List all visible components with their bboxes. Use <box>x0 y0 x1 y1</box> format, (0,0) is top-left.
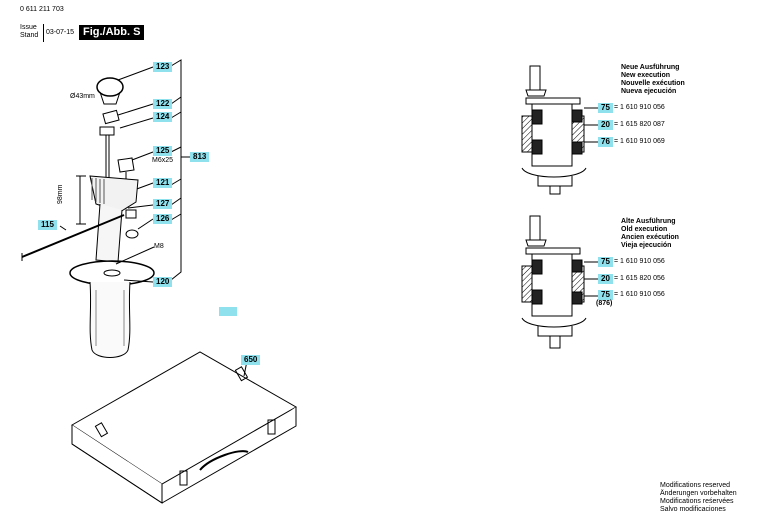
footer-line-2: Änderungen vorbehalten <box>660 490 737 497</box>
issue-stand-label: Issue Stand <box>20 24 38 40</box>
callout-122[interactable]: 122 <box>153 99 173 109</box>
new-part-75[interactable]: 75 <box>598 103 613 113</box>
figure-label: Fig./Abb. S <box>79 25 145 40</box>
new-part-20[interactable]: 20 <box>598 120 613 130</box>
handle-grip <box>89 281 131 358</box>
old-title-fr: Ancien exécution <box>621 234 679 241</box>
new-execution-shaft <box>521 65 587 195</box>
callout-127[interactable]: 127 <box>153 199 173 209</box>
new-part-75-number: = 1 610 910 056 <box>614 104 665 111</box>
new-part-20-number: = 1 615 820 087 <box>614 121 665 128</box>
depth-label: 98mm <box>57 184 64 204</box>
old-part-20-number: = 1 615 820 056 <box>614 275 665 282</box>
new-execution-title: Neue Ausführung New execution Nouvelle e… <box>621 64 685 96</box>
issue-bracket <box>41 24 44 42</box>
callout-115[interactable]: 115 <box>38 220 57 230</box>
m6x25-label: M6x25 <box>152 157 174 164</box>
callout-121[interactable]: 121 <box>153 178 173 188</box>
callout-125[interactable]: 125 <box>153 146 173 156</box>
callout-124[interactable]: 124 <box>153 112 173 122</box>
old-part-75-second[interactable]: 75 <box>598 290 613 300</box>
new-title-en: New execution <box>621 72 671 79</box>
callout-813[interactable]: 813 <box>190 152 210 162</box>
old-title-de: Alte Ausführung <box>621 218 676 225</box>
old-title-en: Old execution <box>621 226 668 233</box>
new-part-76[interactable]: 76 <box>598 137 613 147</box>
old-execution-title: Alte Ausführung Old execution Ancien exé… <box>621 218 679 250</box>
issue-label: Issue <box>20 24 37 31</box>
diameter-label: Ø43mm <box>70 93 95 100</box>
footer-line-4: Salvo modificaciones <box>660 506 726 513</box>
m8-label: M8 <box>154 243 164 250</box>
old-part-75-second-number: = 1 610 910 056 <box>614 291 665 298</box>
old-execution-shaft <box>521 215 587 349</box>
old-part-20[interactable]: 20 <box>598 274 613 284</box>
callout-bracket <box>170 59 182 281</box>
callout-120[interactable]: 120 <box>153 277 173 287</box>
callout-126[interactable]: 126 <box>153 214 173 224</box>
document-number: 0 611 211 703 <box>20 6 64 13</box>
stand-label: Stand <box>20 32 39 39</box>
carrying-case <box>71 351 298 504</box>
new-part-76-number: = 1 610 910 069 <box>614 138 665 145</box>
footer-line-1: Modifications reserved <box>660 482 731 489</box>
clamp-ring <box>96 77 124 97</box>
new-title-fr: Nouvelle exécution <box>621 80 685 87</box>
new-title-es: Nueva ejecución <box>621 88 677 95</box>
old-part-75[interactable]: 75 <box>598 257 613 267</box>
old-part-75-number: = 1 610 910 056 <box>614 258 665 265</box>
handle-flange <box>69 260 155 286</box>
depth-rod <box>21 214 125 258</box>
footer-line-3: Modifications reśervées <box>660 498 734 505</box>
new-title-de: Neue Ausführung <box>621 64 680 71</box>
callout-123[interactable]: 123 <box>153 62 173 72</box>
modifications-note: Modifications reserved Änderungen vorbeh… <box>660 482 737 514</box>
callout-650[interactable]: 650 <box>241 355 261 365</box>
issue-date: 03-07-15 <box>46 29 75 36</box>
old-part-extra: (876) <box>596 300 613 307</box>
handle-body <box>89 175 139 213</box>
old-title-es: Vieja ejecución <box>621 242 672 249</box>
blank-callout <box>219 307 237 316</box>
